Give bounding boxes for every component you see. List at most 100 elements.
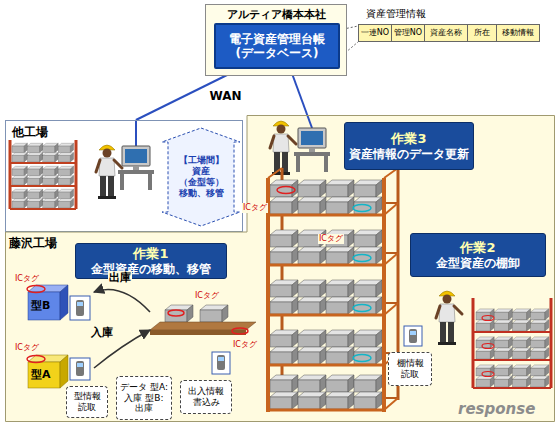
flow-label: 出庫 xyxy=(108,271,132,284)
storage-rack xyxy=(12,143,74,162)
storage-rack xyxy=(268,314,384,317)
region-heading: 他工場 xyxy=(12,125,48,139)
text-holder: データ 型A:入庫 型B:出庫 xyxy=(120,382,168,414)
storage-rack xyxy=(268,168,398,412)
mold-label: 型B xyxy=(31,299,50,312)
handheld-reader xyxy=(70,296,422,380)
box-text: 【工場間】 資産（金型等） 移動、移管 xyxy=(170,155,232,198)
storage-rack xyxy=(270,330,382,364)
storage-rack xyxy=(384,203,398,215)
storage-rack xyxy=(384,253,398,265)
computer-icon xyxy=(118,146,154,190)
table-title: 資産管理情報 xyxy=(366,8,426,20)
storage-rack xyxy=(550,298,553,388)
text-holder: 出入情報 書込み xyxy=(184,386,228,408)
tag-label: ICタグ xyxy=(14,343,40,353)
box-text: 型情報 読取 xyxy=(70,391,104,413)
flow-arrow xyxy=(94,290,150,313)
storage-rack xyxy=(270,180,382,214)
mold-cube xyxy=(27,285,68,388)
storage-rack xyxy=(12,166,74,185)
storage-rack xyxy=(270,375,382,409)
pallet xyxy=(150,305,256,335)
storage-rack xyxy=(10,185,76,187)
tag-label: ICタグ xyxy=(318,234,344,244)
storage-rack xyxy=(473,387,551,389)
storage-rack xyxy=(482,344,494,349)
table-cell: 管理NO xyxy=(391,24,425,42)
storage-rack xyxy=(268,409,384,412)
text-holder: 型情報 読取 xyxy=(70,391,104,413)
mold-label: 型A xyxy=(31,368,51,381)
flow-label: 入庫 xyxy=(90,326,114,339)
storage-rack xyxy=(473,298,551,388)
storage-rack xyxy=(10,140,76,209)
computer-icon xyxy=(294,128,330,172)
office-box: アルティア橋本本社電子資産管理台帳 (データベース) xyxy=(205,4,347,76)
tag-label: ICタグ xyxy=(194,291,220,301)
pallet xyxy=(200,305,228,322)
handheld-reader xyxy=(76,361,84,376)
storage-rack xyxy=(12,189,74,208)
tag-marker xyxy=(353,205,371,212)
handheld-reader xyxy=(70,296,90,320)
handheld-reader xyxy=(70,358,90,380)
box-text: 金型資産の移動、移管 xyxy=(80,262,222,276)
pallet xyxy=(165,305,193,322)
region-fill xyxy=(5,115,555,422)
region-heading: アルティア橋本本社 xyxy=(206,8,346,21)
box-heading: 作業1 xyxy=(80,246,222,262)
box-text: 出入情報 書込み xyxy=(184,386,228,408)
storage-rack xyxy=(476,337,549,359)
task-box: 作業3資産情報のデータ更新 xyxy=(344,122,474,170)
info-box: 型情報 読取 xyxy=(66,386,108,418)
storage-rack xyxy=(266,178,270,412)
box-text: 資産情報のデータ更新 xyxy=(349,147,469,161)
worker-figure xyxy=(270,121,296,175)
tag-marker xyxy=(353,255,371,262)
box-text: データ 型A:入庫 型B:出庫 xyxy=(120,382,168,414)
handheld-reader xyxy=(212,352,230,374)
box-text: 金型資産の棚卸 xyxy=(415,256,541,270)
pallet xyxy=(168,310,184,316)
storage-rack xyxy=(476,365,549,387)
region-heading: 藤沢工場 xyxy=(9,236,57,250)
storage-rack xyxy=(476,309,549,331)
storage-rack xyxy=(10,208,76,210)
handheld-reader xyxy=(77,363,83,367)
watermark: response xyxy=(458,400,535,418)
storage-rack xyxy=(473,359,551,361)
text-holder: 【工場間】 資産（金型等） 移動、移管 xyxy=(170,155,232,198)
box-heading: 作業2 xyxy=(415,240,541,256)
tag-marker xyxy=(277,187,295,194)
factory-region: 藤沢工場 作業3資産情報のデータ更新作業1金型資産の移動、移管 作業2金型資産の棚卸… xyxy=(5,115,555,422)
node-outline xyxy=(162,128,240,226)
storage-rack xyxy=(75,140,78,209)
handheld-reader xyxy=(404,326,422,346)
text-holder: 作業2金型資産の棚卸 xyxy=(415,240,541,270)
tag-marker xyxy=(353,305,371,312)
info-box: 出入情報 書込み xyxy=(180,380,232,414)
tag-label: ICタグ xyxy=(232,340,258,350)
handheld-reader xyxy=(409,329,417,343)
tag-marker xyxy=(277,187,371,362)
network-line xyxy=(135,120,137,146)
text-holder: 作業3資産情報のデータ更新 xyxy=(349,131,469,161)
tag-label: ICタグ xyxy=(242,203,268,213)
mold-cube xyxy=(27,286,45,293)
storage-rack xyxy=(482,316,494,321)
storage-rack xyxy=(384,398,398,410)
storage-rack xyxy=(10,162,76,164)
mold-cube xyxy=(60,285,68,320)
storage-rack xyxy=(9,140,12,209)
tag-marker xyxy=(353,355,371,362)
network-line xyxy=(290,68,312,128)
handheld-reader xyxy=(217,355,225,370)
node-outline xyxy=(6,116,555,422)
text-holder: 作業1金型資産の移動、移管 xyxy=(80,246,222,276)
task-box: 作業2金型資産の棚卸 xyxy=(410,233,546,277)
tag-label: ICタグ xyxy=(14,274,40,284)
table-cell: 移動情報 xyxy=(496,24,540,42)
handheld-reader xyxy=(76,300,84,316)
